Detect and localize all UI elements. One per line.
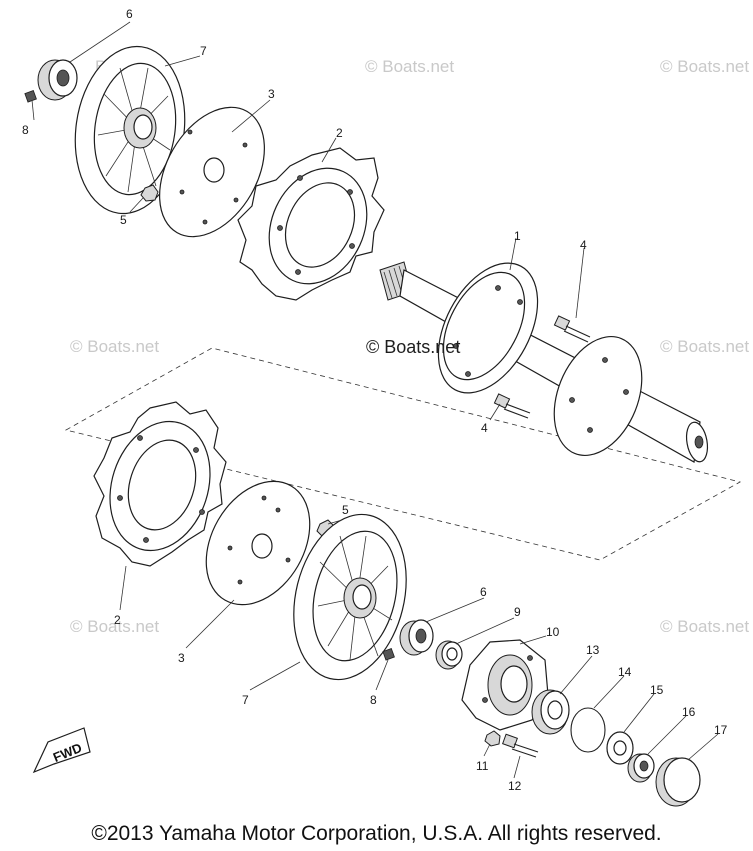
bearing-6-upper xyxy=(37,59,78,101)
watermark: © Boats.net xyxy=(660,337,749,356)
nut-11 xyxy=(484,730,501,747)
callout-2-upper: 2 xyxy=(336,126,343,140)
callout-16: 16 xyxy=(682,705,696,719)
callout-6-lower: 6 xyxy=(480,585,487,599)
bolt-12 xyxy=(502,733,539,758)
seal-9 xyxy=(435,640,463,670)
callout-3-upper: 3 xyxy=(268,87,275,101)
callout-17: 17 xyxy=(714,723,728,737)
callout-2-lower: 2 xyxy=(114,613,121,627)
cap-17 xyxy=(655,757,701,807)
callout-5-upper: 5 xyxy=(120,213,127,227)
bolt-4-lower xyxy=(493,393,531,419)
callout-1: 1 xyxy=(514,229,521,243)
watermark: © Boats.net xyxy=(660,617,749,636)
wheel-7-lower xyxy=(293,513,407,681)
washer-15 xyxy=(606,731,634,765)
watermark: © Boats.net xyxy=(660,57,749,76)
callout-4-lower: 4 xyxy=(481,421,488,435)
watermark: © Boats.net xyxy=(70,617,159,636)
callout-5-lower: 5 xyxy=(342,503,349,517)
callout-3-lower: 3 xyxy=(178,651,185,665)
callouts: 6 7 3 2 1 4 4 8 5 2 3 5 7 6 9 10 8 13 14… xyxy=(22,7,728,793)
sprocket-2-upper xyxy=(237,147,385,301)
assembly-boundary xyxy=(64,347,742,561)
watermark: © Boats.net xyxy=(365,57,454,76)
callout-7-lower: 7 xyxy=(242,693,249,707)
callout-9: 9 xyxy=(514,605,521,619)
bearing-13 xyxy=(531,689,570,735)
nut-16 xyxy=(627,753,655,783)
plate-3-upper xyxy=(159,106,265,238)
bolt-4-upper xyxy=(553,315,591,343)
callout-7-upper: 7 xyxy=(200,44,207,58)
sprocket-2-lower xyxy=(93,401,227,567)
callout-11: 11 xyxy=(476,759,489,773)
watermark: © Boats.net xyxy=(70,337,159,356)
center-watermark: © Boats.net xyxy=(366,337,460,357)
callout-6-upper: 6 xyxy=(126,7,133,21)
leader-lines xyxy=(31,21,719,779)
callout-13: 13 xyxy=(586,643,600,657)
copyright-notice: ©2013 Yamaha Motor Corporation, U.S.A. A… xyxy=(91,822,662,845)
callout-8-lower: 8 xyxy=(370,693,377,707)
callout-14: 14 xyxy=(618,665,632,679)
nut-8-lower xyxy=(382,648,395,661)
callout-15: 15 xyxy=(650,683,664,697)
circlip-14 xyxy=(570,707,606,753)
plate-3-lower xyxy=(205,480,311,606)
bearing-6-lower xyxy=(399,619,434,656)
callout-8-upper: 8 xyxy=(22,123,29,137)
nut-8-upper xyxy=(24,90,37,103)
callout-10: 10 xyxy=(546,625,560,639)
callout-4-upper: 4 xyxy=(580,238,587,252)
watermarks: Boats.net © Boats.net © Boats.net © Boat… xyxy=(70,57,749,636)
fwd-arrow-icon: FWD xyxy=(32,727,91,774)
housing-10 xyxy=(461,639,549,731)
callout-12: 12 xyxy=(508,779,522,793)
shaft-1 xyxy=(379,261,709,463)
nut-5-upper xyxy=(140,184,159,202)
wheel-7-upper xyxy=(74,45,186,215)
